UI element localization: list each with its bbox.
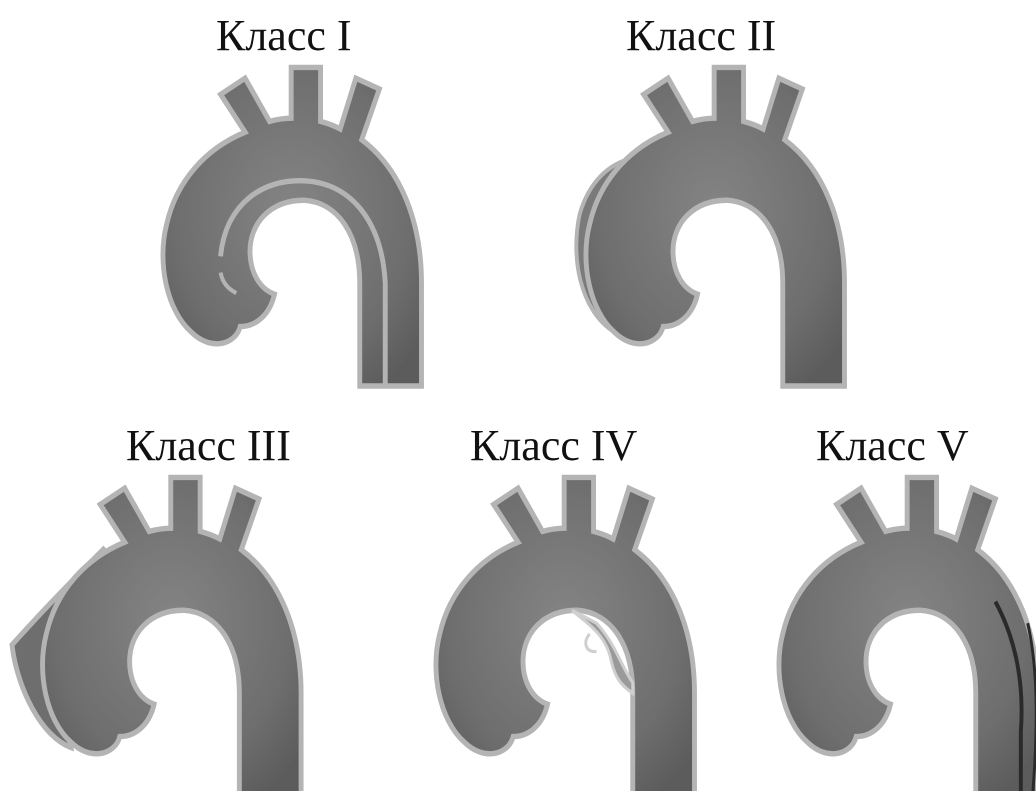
aorta-class-2 [576,67,844,386]
aorta-class-4 [436,477,695,791]
aorta-class-5 [779,477,1036,791]
aorta-class-1 [163,67,422,386]
aorta-class-3 [12,477,301,791]
